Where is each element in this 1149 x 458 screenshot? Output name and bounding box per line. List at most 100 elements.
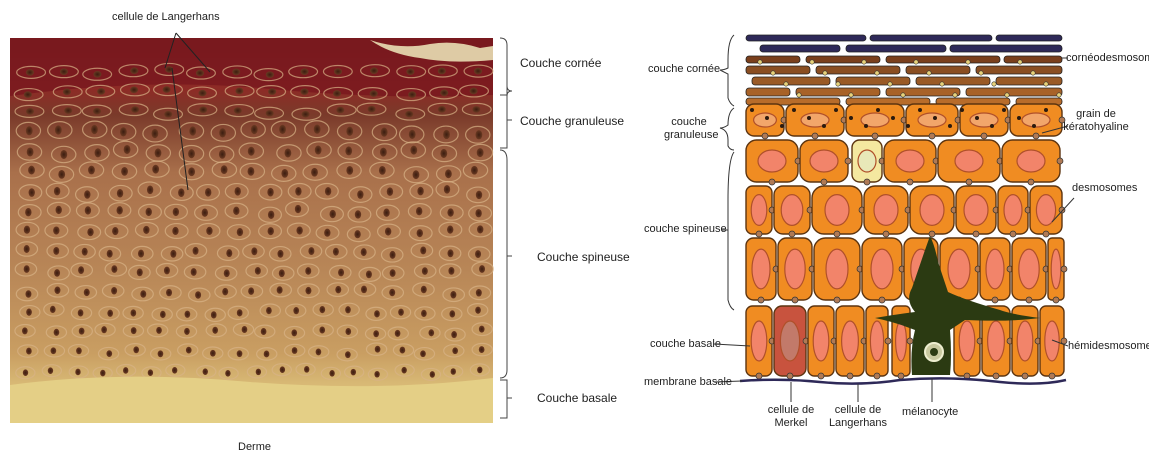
photo-nucleus [93,108,101,115]
photo-nucleus [193,247,199,255]
photo-nucleus [27,147,34,156]
photo-nucleus [106,350,112,357]
corneodesmosome-dot [940,82,944,86]
photo-nucleus [430,371,435,378]
label-schema-couche-cornee: couche cornée [648,63,720,76]
photo-nucleus [261,328,267,335]
photo-nucleus [232,69,240,76]
photo-nucleus [477,225,483,233]
photo-nucleus [63,89,71,96]
photo-nucleus [155,148,162,157]
keratinocyte [862,238,905,303]
photo-nucleus [374,371,379,378]
basal-keratinocyte [808,306,837,379]
photo-nucleus [101,326,107,333]
photo-nucleus [91,125,98,134]
photo-nucleus [79,328,85,335]
photo-nucleus [373,330,379,337]
photo-nucleus [420,350,426,357]
basal-keratinocyte [836,306,867,379]
photo-nucleus [471,166,478,175]
photo-nucleus [107,250,113,258]
corneocyte [906,66,970,74]
photo-nucleus [54,287,60,294]
photo-nucleus [345,306,351,313]
photo-nucleus [329,370,334,377]
photo-nucleus [295,205,301,213]
photo-nucleus [398,309,404,316]
corneocyte [886,56,1000,63]
photo-nucleus [147,186,153,195]
photo-nucleus [333,90,341,97]
label-couche-granuleuse: Couche granuleuse [520,114,624,128]
photo-nucleus [225,370,230,377]
photo-nucleus [279,125,286,134]
photo-nucleus [248,287,254,294]
photo-nucleus [387,187,393,196]
photo-nucleus [477,148,484,157]
photo-nucleus [248,167,255,176]
corneocyte [816,66,900,74]
photo-nucleus [368,106,376,113]
corneodesmosome-dot [1005,93,1009,97]
corneocyte [752,77,830,85]
corneodesmosome-dot [862,60,866,64]
basal-keratinocyte [746,306,775,379]
photo-nucleus [475,307,481,314]
corneocyte [760,45,840,52]
photo-nucleus [422,267,428,275]
photo-nucleus [50,306,56,313]
photo-nucleus [188,149,195,158]
corneodesmosome-dot [979,71,983,75]
corneodesmosome-dot [849,93,853,97]
photo-nucleus [131,327,137,334]
photo-nucleus [185,311,191,318]
photo-nucleus [251,125,258,134]
corneodesmosome-dot [888,82,892,86]
merkel-cell [774,306,809,379]
photo-nucleus [389,289,395,296]
photo-nucleus [470,88,478,95]
photo-nucleus [188,167,195,176]
corneodesmosome-dot [953,93,957,97]
photo-nucleus [345,351,351,358]
label-couche-spineuse: Couche spineuse [537,250,630,264]
label-cellule-merkel: cellule de Merkel [760,404,822,430]
photo-nucleus [226,249,232,257]
photo-nucleus [335,286,341,293]
photo-nucleus [233,207,239,215]
photo-nucleus [26,108,34,115]
photo-nucleus [75,369,80,376]
photo-nucleus [178,188,184,197]
photo-nucleus [138,250,144,258]
photo-nucleus [447,226,453,234]
photo-nucleus [475,209,481,217]
photo-nucleus [413,170,420,179]
photo-nucleus [308,247,314,255]
corneocyte [996,35,1062,41]
keratinocyte [800,140,851,185]
schematic-diagram [714,35,1074,402]
photo-nucleus [268,211,274,219]
photo-nucleus [366,271,372,279]
photo-nucleus [158,350,164,357]
photo-nucleus [451,331,457,338]
photo-nucleus [421,310,427,317]
photo-nucleus [354,230,360,238]
photo-nucleus [325,187,331,196]
corneocyte [836,77,910,85]
photo-nucleus [97,88,105,95]
keratinocyte [998,186,1031,237]
photo-nucleus [140,290,146,297]
photo-nucleus [212,327,218,334]
photo-nucleus [479,326,485,333]
keratinocyte [1048,238,1067,303]
photo-nucleus [210,350,216,357]
photo-nucleus [421,286,427,293]
photo-nucleus [120,127,127,136]
photo-nucleus [85,206,91,214]
photo-nucleus [235,88,243,95]
corneocyte [950,45,1062,52]
photo-nucleus [428,329,434,336]
photo-nucleus [130,87,138,94]
